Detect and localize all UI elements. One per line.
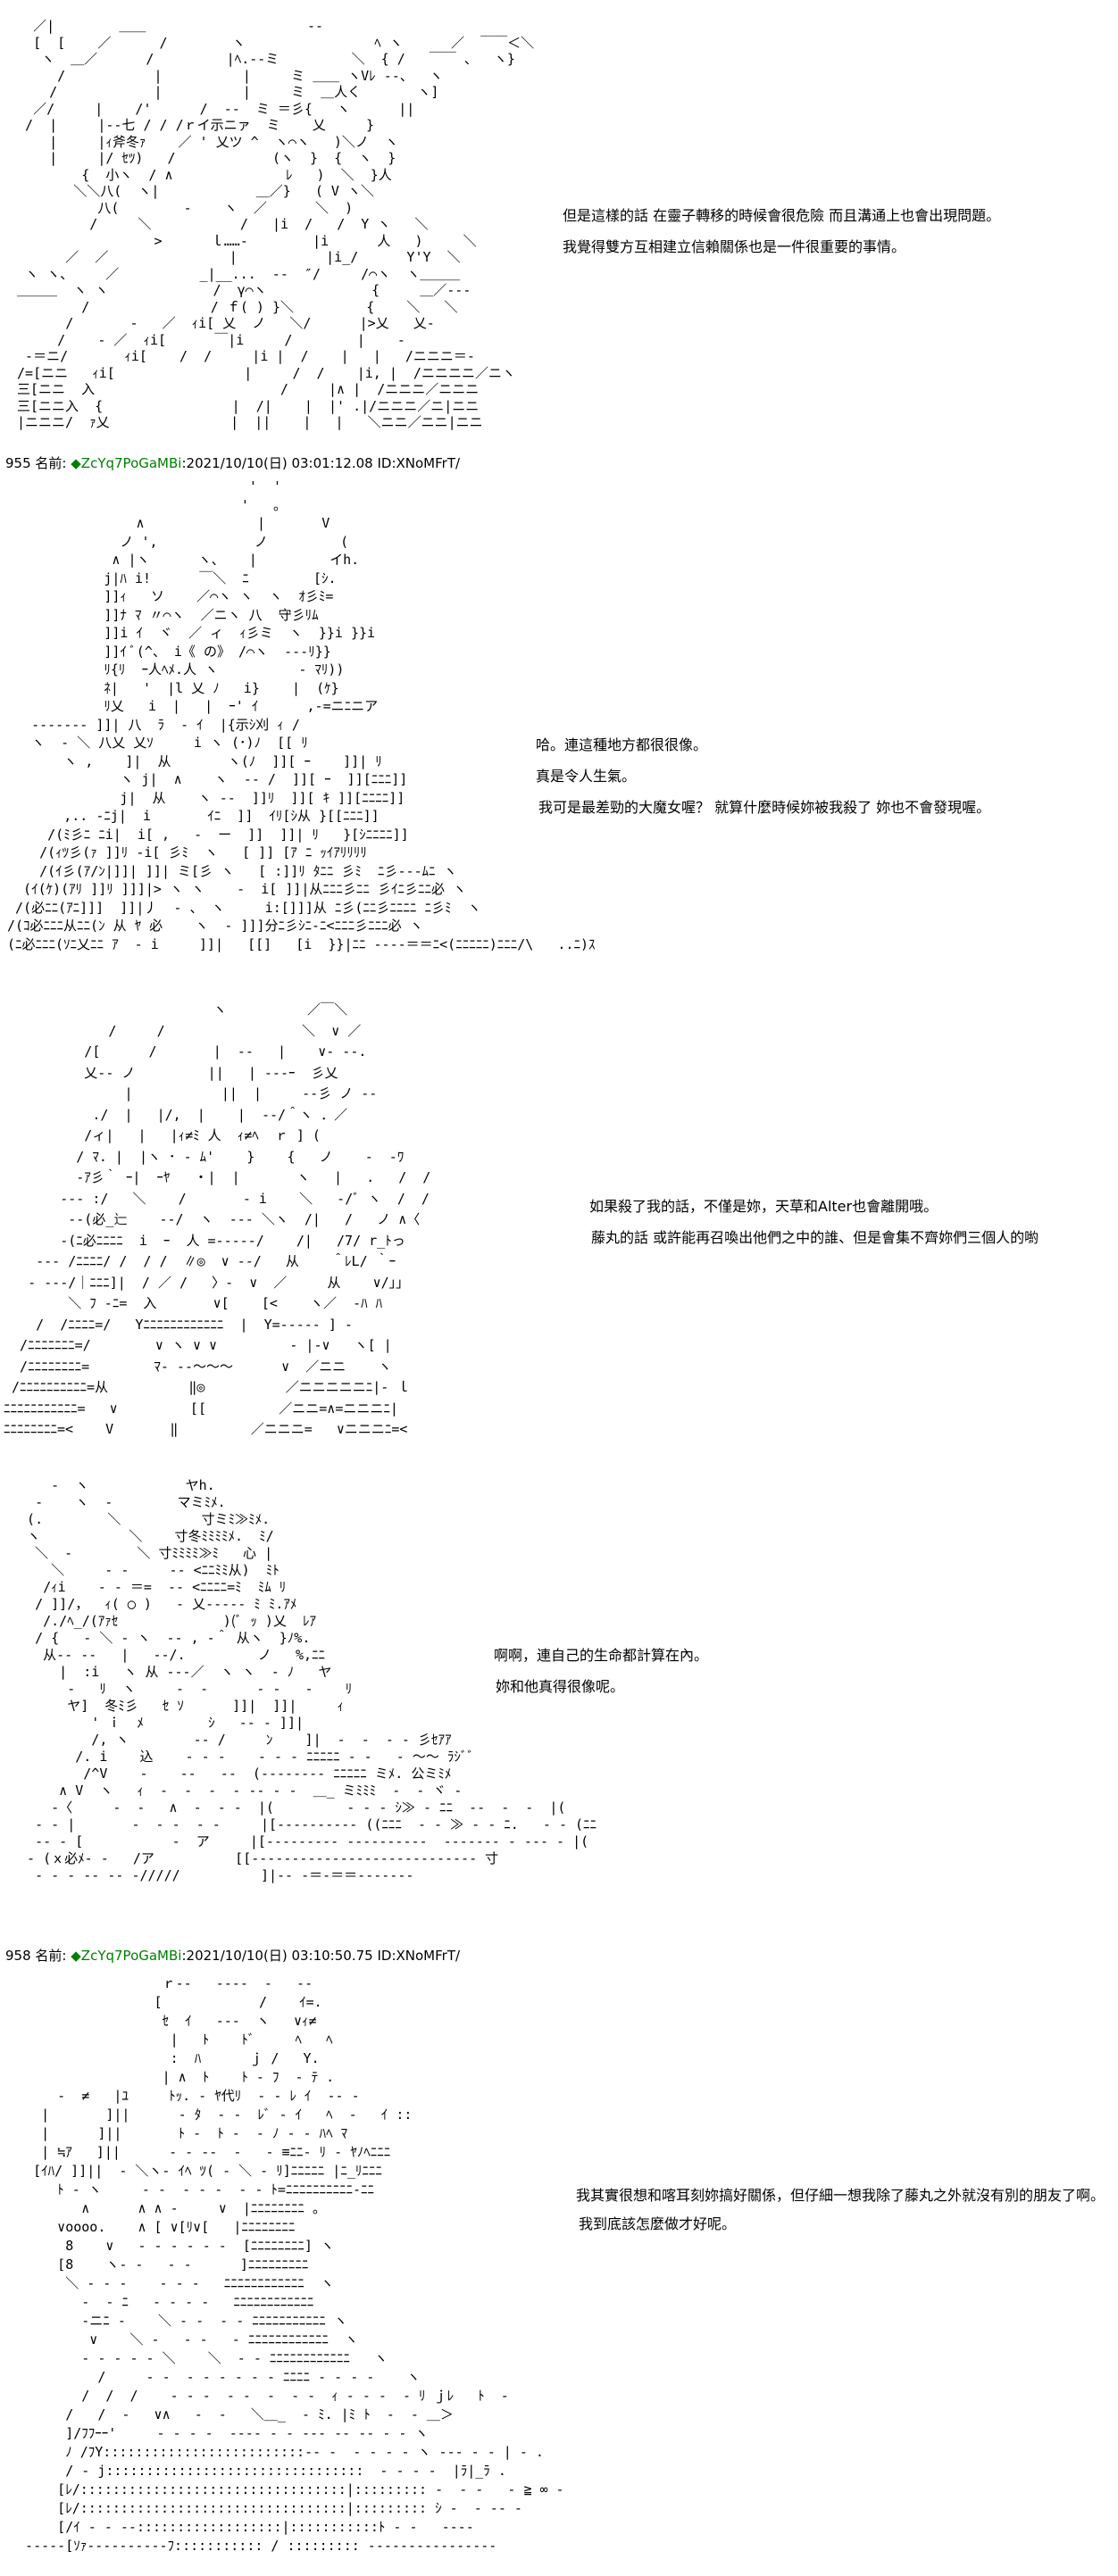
dialogue-line: 真是令人生氣。 [536,768,637,785]
ascii-art-5: ｒ‐‐ ‐‐‐‐ ‐ ‐‐ [ / ｲ=. ｾ ｲ ‐‐‐ ヽ ∨ｨ≠ | ﾄ … [25,1975,564,2554]
ascii-art-4: ‐ ヽ ヤh. ‐ ヽ ‐ マミﾐﾒ. (. ＼ 寸ミﾐ≫ﾐﾒ. ヽ ＼ 寸冬ﾐ… [27,1477,597,1883]
post-number: 958 [5,1948,31,1964]
dialogue-line: 我其實很想和喀耳刻妳搞好關係，但仔細一想我除了藤丸之外就沒有別的朋友了啊。 [576,2187,1105,2204]
post-id: ID:XNoMFrT/ [377,455,461,471]
dialogue-line: 我可是最差勁的大魔女喔？ 就算什麼時候妳被我殺了 妳也不會發現喔。 [538,799,991,816]
post-datetime: :2021/10/10(日) 03:01:12.08 [181,455,373,471]
post-id: ID:XNoMFrT/ [377,1948,461,1964]
post-header-958: 958 名前: ◆ZcYq7PoGaMBi:2021/10/10(日) 03:1… [5,1946,460,1965]
ascii-art-2: ' ' ' 。 ∧ | V ノ ', ノ ( ∧ |ヽ ヽ、 | イh. j|ﾊ… [7,478,596,952]
post-number: 955 [5,455,31,471]
post-datetime: :2021/10/10(日) 03:10:50.75 [181,1948,373,1964]
tripcode[interactable]: ◆ZcYq7PoGaMBi [71,455,182,471]
dialogue-line: 妳和他真得很像呢。 [496,1678,625,1695]
dialogue-line: 哈。連這種地方都很很像。 [536,736,708,753]
dialogue-line: 藤丸的話 或許能再召喚出他們之中的誰、但是會集不齊妳們三個人的喲 [591,1229,1039,1246]
name-label: 名前: [35,455,67,471]
dialogue-line: 如果殺了我的話，不僅是妳，天草和Alter也會離開哦。 [589,1198,939,1215]
post-header-955: 955 名前: ◆ZcYq7PoGaMBi:2021/10/10(日) 03:0… [5,453,460,472]
ascii-art-3: ヽ ／￣＼ / / ＼ ∨ ／ /[ / | ‐‐ | ∨‐ ‐‐. 乂‐‐ ノ… [4,1001,431,1437]
dialogue-line: 啊啊，連自己的生命都計算在內。 [494,1647,709,1664]
ascii-art-1: ／| ＿＿ ‐‐ [ [ ／ / ヽ ﾍ ヽ ／ ￣￣＜＼ ヽ ＿／ / |ﾍ.… [17,18,535,430]
dialogue-line: 我到底該怎麼做才好呢。 [579,2215,737,2232]
dialogue-line: 我覺得雙方互相建立信賴關係也是一件很重要的事情。 [563,238,906,255]
name-label: 名前: [35,1948,67,1964]
tripcode[interactable]: ◆ZcYq7PoGaMBi [71,1948,182,1964]
dialogue-line: 但是這樣的話 在靈子轉移的時候會很危險 而且溝通上也會出現問題。 [563,207,1001,224]
